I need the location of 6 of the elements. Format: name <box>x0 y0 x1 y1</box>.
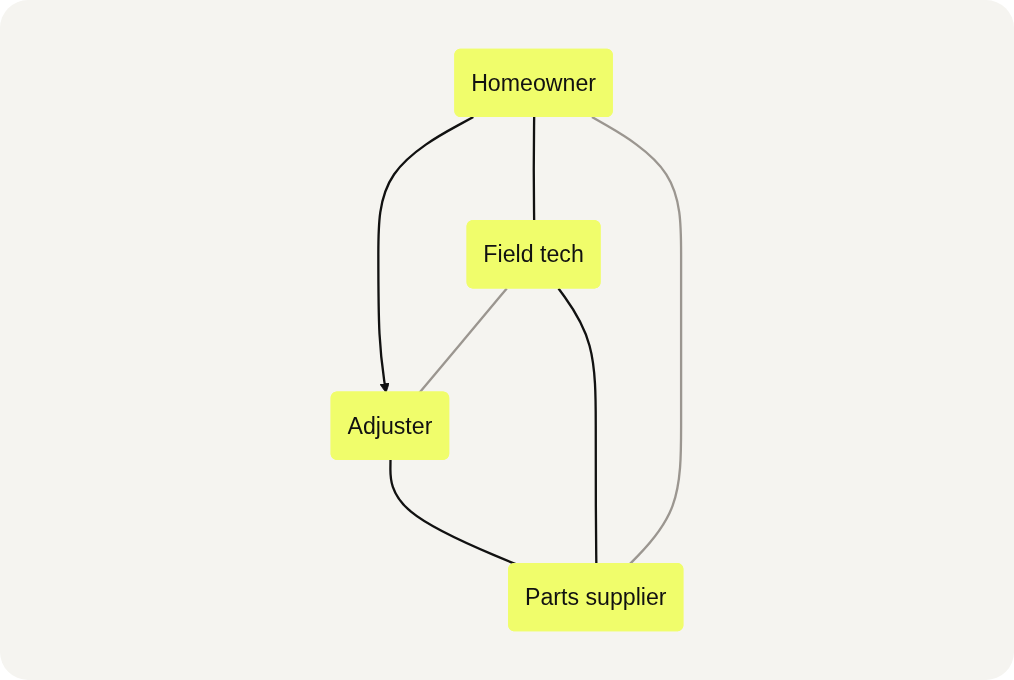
arrow <box>377 116 474 394</box>
connector <box>532 117 536 222</box>
connector <box>418 287 508 394</box>
connector <box>389 459 517 566</box>
connector <box>591 116 683 565</box>
connector <box>557 287 598 565</box>
